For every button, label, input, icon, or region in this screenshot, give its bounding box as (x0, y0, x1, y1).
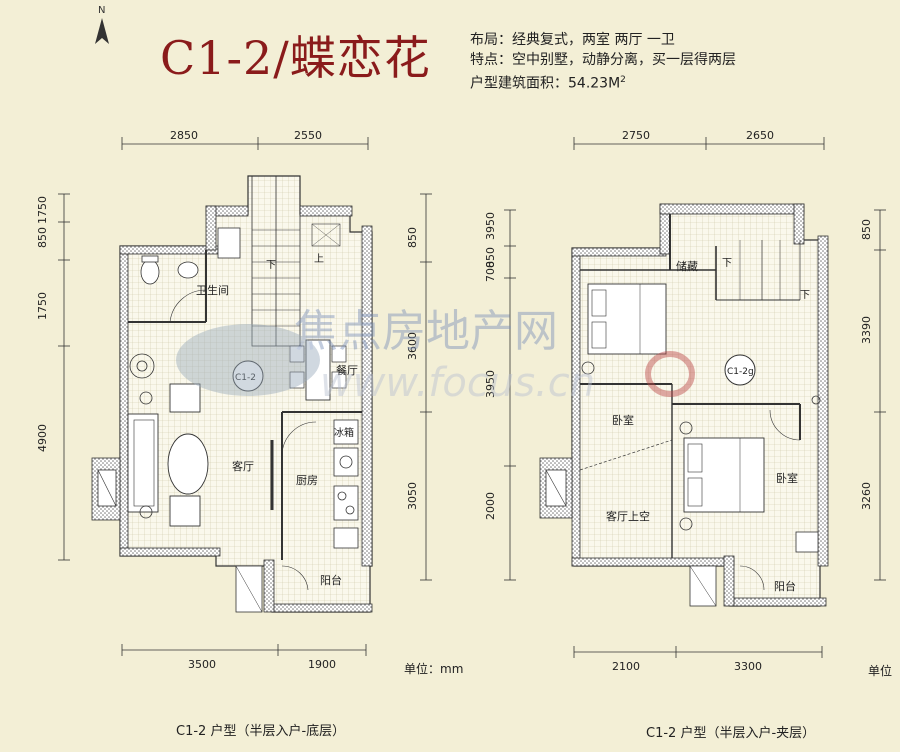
f1-right-dim-1: 850 (406, 227, 419, 248)
f2-room-balcony: 阳台 (774, 579, 796, 593)
f1-left-dim-3: 1750 (36, 292, 49, 320)
page-title: C1-2/蝶恋花 (160, 31, 431, 85)
watermark-url: www.focus.cn (320, 360, 595, 406)
f2-room-tag: C1-2g (727, 367, 754, 377)
f1-room-kitchen: 厨房 (296, 474, 318, 487)
info-feature: 特点：空中别墅，动静分离，买一层得两层 (470, 52, 736, 68)
f2-top-dim-2: 2650 (746, 129, 774, 142)
floor1-labels: 2850 2550 3500 1900 1750 850 1750 4900 8… (36, 129, 419, 671)
f1-unit: 单位：mm (404, 662, 464, 676)
f1-right-dim-2: 3600 (406, 332, 419, 360)
f1-left-dim-1: 1750 (36, 196, 49, 224)
north-label: N (98, 5, 105, 16)
f2-left-dim-5: 2000 (484, 492, 497, 520)
info-area-text: 户型建筑面积：54.23M (470, 75, 621, 92)
f2-room-storage: 储藏 (676, 259, 698, 273)
f1-left-dim-4: 4900 (36, 424, 49, 452)
f1-top-dim-2: 2550 (294, 129, 322, 142)
floor2-plan (504, 137, 886, 658)
f2-caption: C1-2 户型（半层入户-夹层） (646, 726, 816, 741)
f1-room-bath: 卫生间 (196, 283, 229, 297)
f2-room-void: 客厅上空 (606, 509, 650, 523)
f1-room-living: 客厅 (232, 459, 254, 473)
info-block: 布局：经典复式，两室 两厅 一卫 特点：空中别墅，动静分离，买一层得两层 户型建… (470, 30, 736, 94)
floor1-plan (58, 137, 432, 656)
info-area-sup: 2 (620, 75, 626, 85)
info-area: 户型建筑面积：54.23M2 (470, 70, 736, 94)
f1-room-balcony: 阳台 (320, 573, 342, 587)
f1-stair-up: 上 (314, 253, 324, 265)
f2-room-bed2: 卧室 (776, 471, 798, 485)
f2-left-dim-3: 700 (484, 261, 497, 282)
f1-top-dim-1: 2850 (170, 129, 198, 142)
f2-stair-down-2: 下 (800, 290, 810, 301)
f1-room-fridge: 冰箱 (334, 426, 354, 439)
f2-unit: 单位 (868, 664, 893, 678)
watermark-name: 焦点房地产网 (294, 306, 558, 357)
f2-bottom-dim-1: 2100 (612, 660, 640, 673)
f2-right-dim-3: 3260 (860, 482, 873, 510)
info-layout: 布局：经典复式，两室 两厅 一卫 (470, 32, 675, 48)
north-arrow-icon: N (95, 5, 109, 44)
f2-left-dim-1: 3950 (484, 212, 497, 240)
watermark: 焦点房地产网 www.focus.cn (176, 306, 695, 406)
f1-right-dim-3: 3050 (406, 482, 419, 510)
f2-room-bed1: 卧室 (612, 413, 634, 427)
f2-stair-down-1: 下 (722, 258, 732, 269)
f1-room-tag: C1-2 (235, 373, 256, 383)
f2-left-dim-4: 3950 (484, 370, 497, 398)
f2-left-dim-2: 850 (484, 247, 497, 268)
f1-bottom-dim-2: 1900 (308, 658, 336, 671)
f2-top-dim-1: 2750 (622, 129, 650, 142)
f2-right-dim-2: 3390 (860, 316, 873, 344)
f1-caption: C1-2 户型（半层入户-底层） (176, 724, 346, 739)
f1-stair-down: 下 (266, 260, 276, 271)
f1-room-dining: 餐厅 (336, 363, 358, 377)
f1-bottom-dim-1: 3500 (188, 658, 216, 671)
f2-bottom-dim-2: 3300 (734, 660, 762, 673)
floor2-labels: 2750 2650 2100 3300 3950 850 700 3950 20… (484, 129, 873, 673)
f2-right-dim-1: 850 (860, 219, 873, 240)
f1-left-dim-2: 850 (36, 227, 49, 248)
